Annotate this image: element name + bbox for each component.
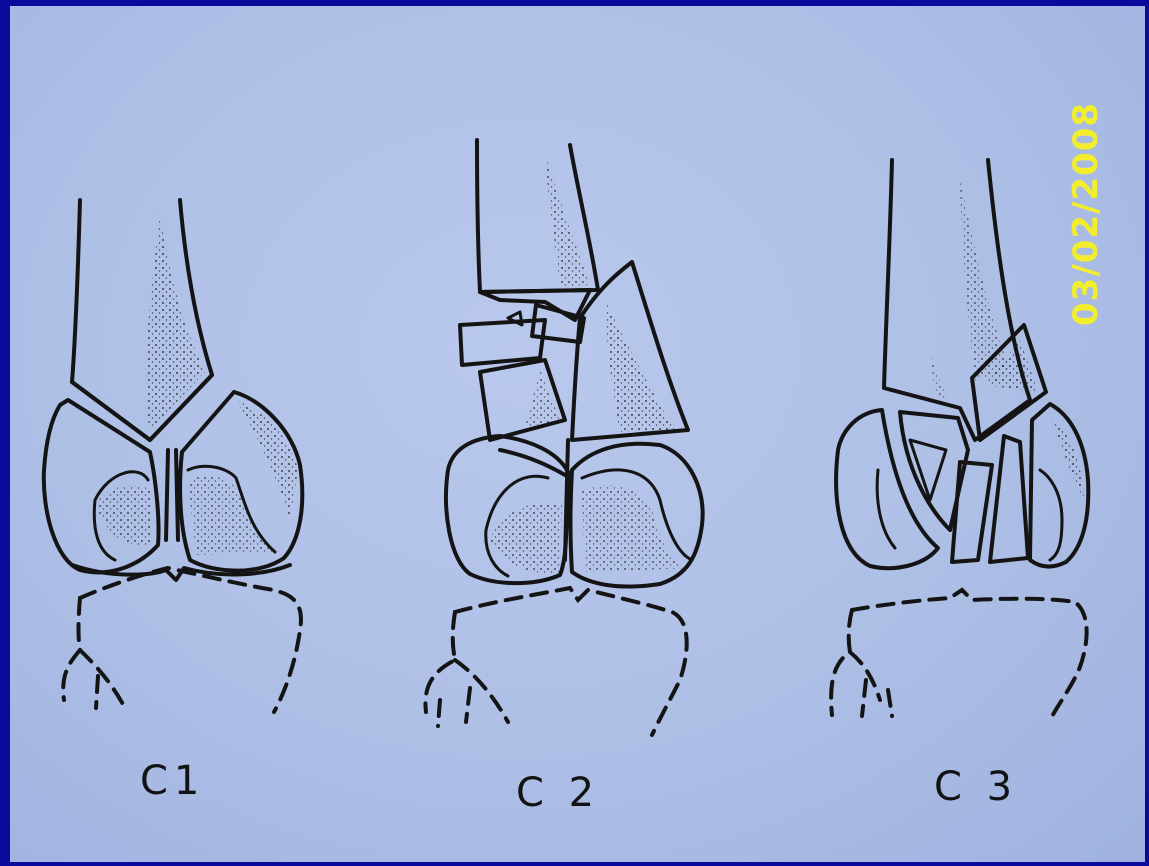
fracture-diagram bbox=[10, 6, 1145, 862]
c1-femur-shaft bbox=[72, 200, 212, 440]
c3-fibula-inner bbox=[850, 652, 892, 716]
c1-fibula-outline bbox=[63, 598, 80, 700]
c3-tibia-outline bbox=[852, 590, 1087, 720]
c3-fibula-outline bbox=[831, 610, 852, 715]
panel-label-c3: C 3 bbox=[934, 764, 1018, 810]
c1-fibula-inner bbox=[80, 650, 125, 708]
c3-medial-fragment-inner bbox=[1040, 470, 1062, 560]
date-stamp: 03/02/2008 bbox=[1066, 102, 1106, 326]
c3-drawing bbox=[831, 160, 1088, 720]
c2-fragment-3 bbox=[532, 305, 584, 342]
c2-tibia-outline bbox=[455, 588, 687, 735]
c3-fragment-c bbox=[990, 436, 1028, 562]
c2-fibula-outline bbox=[425, 612, 455, 712]
figure-photo: C1 C 2 C 3 bbox=[10, 6, 1145, 862]
c2-fragment-4 bbox=[480, 360, 565, 440]
panel-label-c1: C1 bbox=[140, 758, 205, 804]
c1-drawing bbox=[44, 200, 302, 712]
panel-label-c2: C 2 bbox=[516, 770, 600, 816]
c2-drawing bbox=[425, 140, 702, 735]
c3-lateral-fragment-inner bbox=[877, 470, 895, 548]
c3-fragment-b bbox=[952, 462, 992, 562]
c1-intercondylar-split bbox=[166, 450, 178, 540]
c3-fragment-a-inner bbox=[910, 440, 946, 500]
c2-fibula-inner bbox=[438, 660, 508, 726]
c3-femur-shaft bbox=[884, 160, 1030, 440]
